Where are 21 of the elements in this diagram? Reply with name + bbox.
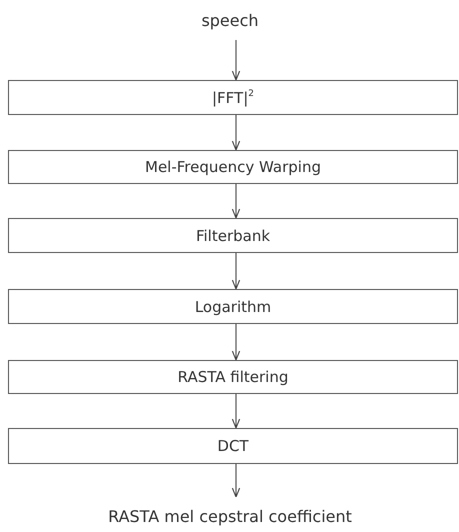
output-label: RASTA mel cepstral coefficient: [108, 506, 352, 526]
step-label: Logarithm: [194, 298, 272, 316]
process-box: [8, 80, 458, 115]
process-box: [8, 360, 458, 394]
arrow: [232, 184, 240, 219]
arrow: [232, 324, 240, 361]
step-label: |FFT|$^{2}$: [212, 88, 254, 106]
input-label: speech: [201, 10, 259, 30]
process-box: [8, 289, 458, 324]
arrow: [232, 394, 240, 429]
step-label: DCT: [217, 437, 249, 455]
arrow: [232, 464, 240, 498]
process-box: [8, 428, 458, 464]
step-label: RASTA filtering: [178, 368, 288, 386]
process-box: [8, 150, 458, 184]
arrow: [232, 252, 240, 290]
step-label: Filterbank: [196, 226, 270, 244]
arrow: [232, 40, 240, 81]
process-box: [8, 218, 458, 253]
arrow: [232, 114, 240, 151]
step-label: Mel-Frequency Warping: [145, 158, 321, 176]
